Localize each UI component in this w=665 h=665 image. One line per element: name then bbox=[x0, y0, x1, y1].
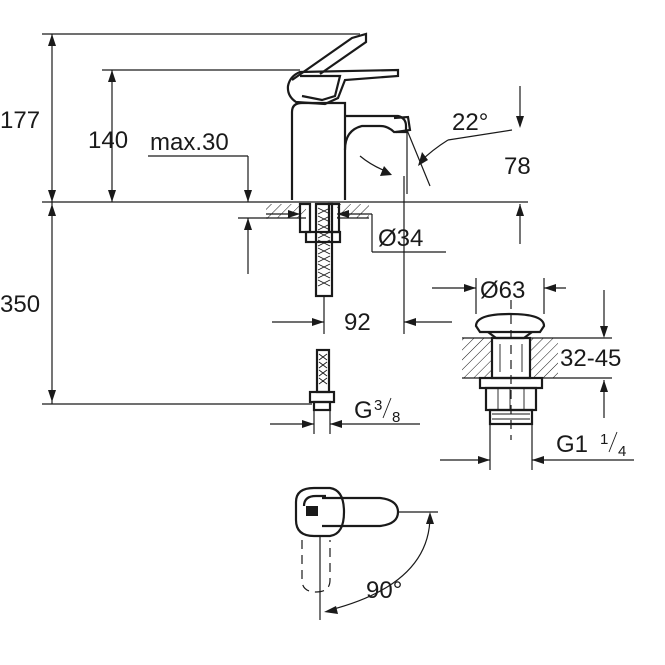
dimension-g114 bbox=[440, 424, 634, 470]
dimension-hole-34 bbox=[266, 210, 446, 253]
waste-valve bbox=[462, 300, 558, 440]
label-g38-num: 3 bbox=[374, 397, 382, 414]
label-92: 92 bbox=[344, 309, 371, 336]
label-g38-g: G bbox=[354, 397, 373, 424]
supply-connector bbox=[308, 348, 336, 412]
dimension-cap-63 bbox=[432, 278, 566, 314]
dimension-32-45 bbox=[558, 290, 612, 418]
label-90: 90° bbox=[366, 577, 402, 604]
label-32-45: 32-45 bbox=[560, 345, 621, 372]
label-350: 350 bbox=[0, 291, 40, 318]
label-78: 78 bbox=[504, 153, 531, 180]
label-177: 177 bbox=[0, 107, 40, 134]
dimension-350 bbox=[42, 202, 312, 405]
label-max30: max.30 bbox=[150, 129, 229, 156]
deck-section bbox=[266, 204, 369, 219]
dimension-177 bbox=[42, 33, 360, 202]
lever-top-view bbox=[294, 486, 438, 620]
dimension-92 bbox=[272, 176, 452, 334]
dimension-78 bbox=[516, 86, 524, 244]
label-22: 22° bbox=[452, 109, 488, 136]
label-cap-63: Ø63 bbox=[480, 277, 525, 304]
dimension-angle-22 bbox=[406, 129, 513, 194]
label-g114-den: 4 bbox=[618, 443, 626, 460]
dimension-140 bbox=[102, 69, 300, 202]
label-g114-g: G1 bbox=[556, 431, 588, 458]
dimension-g38 bbox=[270, 410, 420, 434]
faucet-side-view bbox=[286, 32, 412, 200]
label-g38-den: 8 bbox=[392, 409, 400, 426]
label-g114-num: 1 bbox=[600, 431, 608, 448]
label-hole-34: Ø34 bbox=[378, 225, 423, 252]
dimension-max30 bbox=[148, 155, 268, 274]
label-140: 140 bbox=[88, 127, 128, 154]
